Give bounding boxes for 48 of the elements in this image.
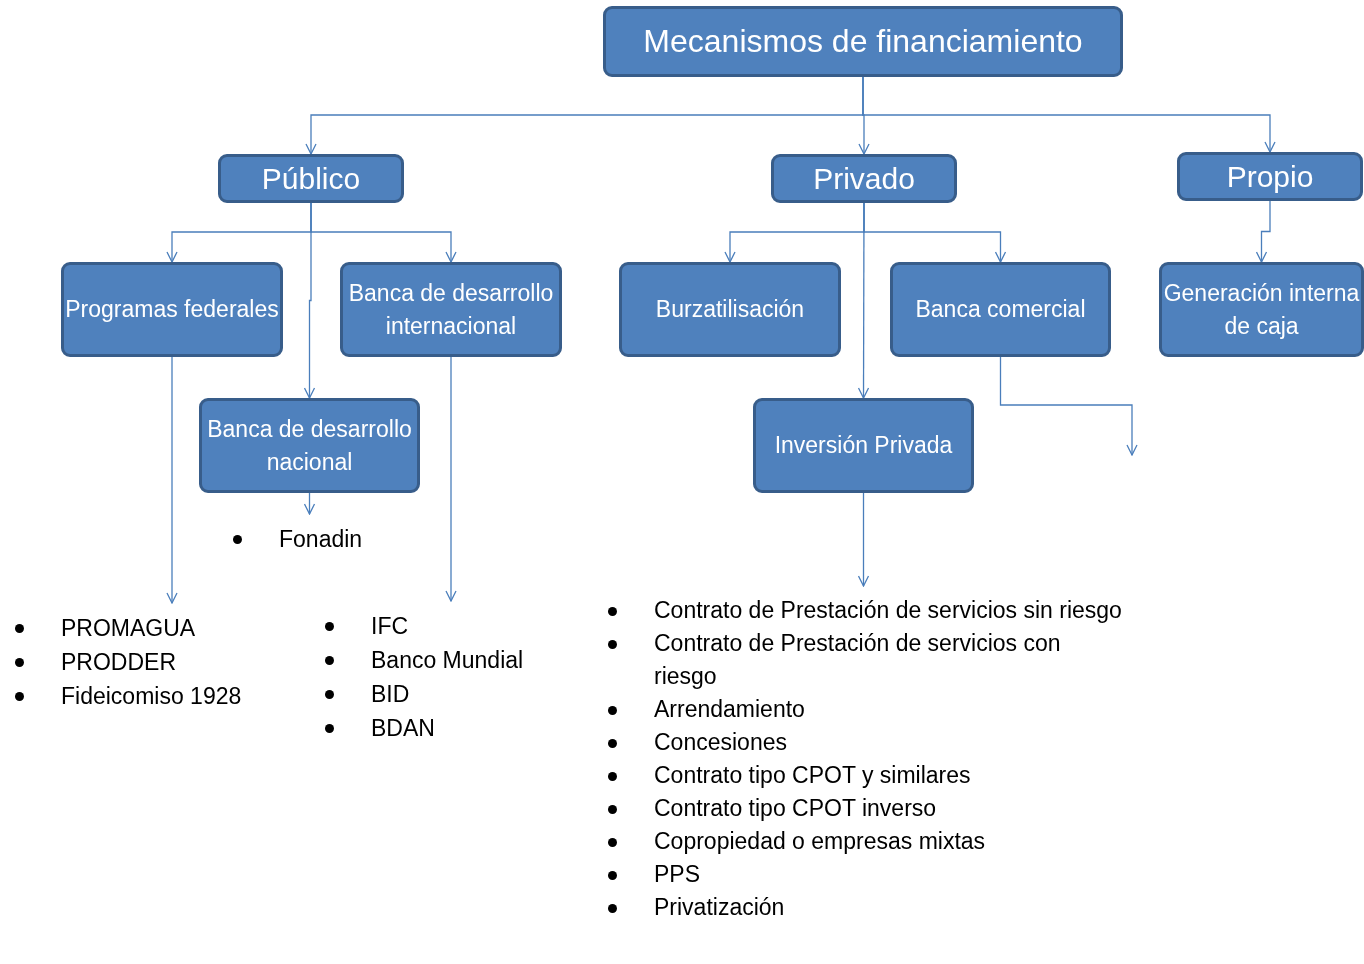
box-label: Programas federales (65, 295, 279, 325)
process-box (753, 398, 974, 493)
list-item: Concesiones (604, 726, 1124, 759)
process-box (619, 262, 841, 357)
process-box (603, 6, 1123, 77)
list-item: PPS (604, 858, 1124, 891)
box-label: Público (261, 160, 361, 197)
list-item: Privatización (604, 891, 1124, 924)
list-item: Copropiedad o empresas mixtas (604, 825, 1124, 858)
arrow (1255, 200, 1271, 263)
list-item: Arrendamiento (604, 693, 1124, 726)
process-box (218, 154, 404, 203)
list-item: Contrato de Prestación de servicios con riesgo (604, 627, 1124, 693)
box-label: Banca de desarrollo nacional (206, 415, 413, 477)
list-item: IFC (321, 609, 581, 643)
process-box (771, 154, 957, 203)
process-box (340, 262, 562, 357)
process-box (1177, 152, 1363, 201)
list-item: Contrato tipo CPOT y similares (604, 759, 1124, 792)
list-item: PRODDER (11, 645, 291, 679)
box-label: Banca de desarrollo internacional (347, 279, 555, 341)
arrow (166, 356, 178, 604)
process-box (890, 262, 1111, 357)
list-item: Fideicomiso 1928 (11, 679, 291, 713)
process-box (199, 398, 420, 493)
arrow (445, 356, 457, 602)
list-item: Fonadin (229, 522, 429, 556)
box-label: Privado (813, 160, 915, 197)
box-label: Mecanismos de financiamiento (643, 22, 1083, 62)
box-label: Generación interna de caja (1162, 279, 1361, 341)
process-box (61, 262, 283, 357)
box-label: Banca comercial (915, 295, 1086, 325)
arrow (862, 76, 1276, 153)
box-label: Inversión Privada (774, 431, 953, 461)
process-box (1159, 262, 1364, 357)
list-item: Contrato tipo CPOT inverso (604, 792, 1124, 825)
list-item: Contrato de Prestación de servicios sin riesgo (604, 594, 1124, 627)
arrow (857, 492, 870, 587)
arrow (857, 202, 870, 399)
arrow (303, 202, 316, 399)
box-label: Burzatilisación (655, 295, 805, 325)
arrow (999, 356, 1138, 456)
list-item: PROMAGUA (11, 611, 291, 645)
arrow (303, 492, 316, 515)
box-label: Propio (1226, 158, 1314, 195)
list-item: BDAN (321, 711, 581, 745)
list-item: BID (321, 677, 581, 711)
list-item: Banco Mundial (321, 643, 581, 677)
